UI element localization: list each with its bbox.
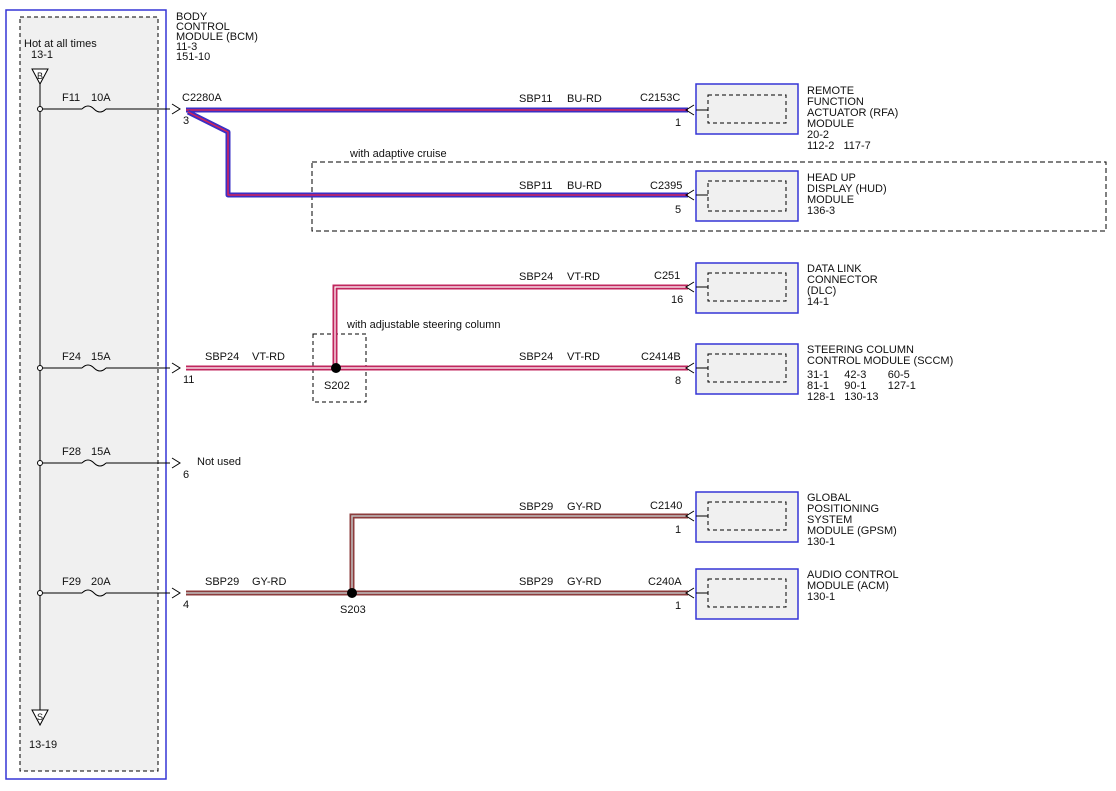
bcm-pin-label: 6 — [183, 469, 189, 481]
module-name: DATA LINK CONNECTOR (DLC) 14-1 — [807, 263, 881, 308]
bcm-pin-label: 4 — [183, 599, 189, 611]
wire-circuit-label: SBP11 — [519, 180, 552, 192]
module-sccm: C2414B 8 STEERING COLUMN CONTROL MODULE … — [641, 343, 956, 403]
wire-color-label: VT-RD — [252, 351, 285, 363]
module-connector-label: C2153C — [640, 92, 680, 104]
fuse-icon — [81, 105, 107, 113]
hot-at-all-times-label: Hot at all times — [24, 38, 97, 50]
connector-arrow-icon — [685, 104, 695, 116]
fuse-id: F11 — [62, 92, 80, 104]
fuse-icon — [81, 364, 107, 372]
wire-color-label: BU-RD — [567, 180, 602, 192]
connector-arrow-icon — [685, 362, 695, 374]
wire-vt-rd-dlc — [332, 284, 688, 368]
terminal-b-icon: B — [31, 68, 49, 86]
wire-color-label: GY-RD — [567, 576, 601, 588]
connector-arrow-icon — [685, 587, 695, 599]
fuse-row-f11: F11 10A — [37, 92, 181, 115]
module-name: GLOBAL POSITIONING SYSTEM MODULE (GPSM) … — [807, 492, 900, 548]
module-pin-label: 1 — [675, 117, 681, 129]
module-rfa: C2153C 1 REMOTE FUNCTION ACTUATOR (RFA) … — [640, 83, 901, 152]
fuse-row-f28: F28 15A — [37, 446, 181, 469]
wire-circuit-label: SBP24 — [519, 351, 553, 363]
wire-color-label: GY-RD — [567, 501, 601, 513]
splice-s202-label: S202 — [324, 380, 350, 392]
module-gpsm: C2140 1 GLOBAL POSITIONING SYSTEM MODULE… — [650, 491, 900, 548]
module-name: REMOTE FUNCTION ACTUATOR (RFA) MODULE 20… — [807, 85, 901, 152]
bcm-name-line: 151-10 — [176, 51, 210, 63]
hot-ref-label: 13-1 — [31, 49, 53, 61]
wire-circuit-label: SBP29 — [205, 576, 239, 588]
ground-ref-label: 13-19 — [29, 739, 57, 751]
splice-s203-dot — [347, 588, 357, 598]
splice-s202-dot — [331, 363, 341, 373]
module-pin-label: 8 — [675, 375, 681, 387]
adaptive-cruise-label: with adaptive cruise — [349, 148, 447, 160]
bcm-inner-box — [19, 16, 159, 772]
bcm-outer-box — [5, 9, 167, 780]
fuse-id: F29 — [62, 576, 81, 588]
connector-arrow-icon — [685, 510, 695, 522]
wire-color-label: VT-RD — [567, 271, 600, 283]
fuse-row-f24: F24 15A — [37, 351, 181, 374]
module-connector-label: C240A — [648, 576, 682, 588]
wire-circuit-label: SBP24 — [205, 351, 239, 363]
fuse-id: F24 — [62, 351, 81, 363]
bcm-name: BODY CONTROL MODULE (BCM) 11-3 151-10 — [176, 11, 261, 63]
module-name: HEAD UP DISPLAY (HUD) MODULE 136-3 — [807, 172, 890, 217]
fuse-row-f29: F29 20A — [37, 576, 181, 599]
bcm-name-line: CONTROL — [176, 21, 230, 33]
module-acm: C240A 1 AUDIO CONTROL MODULE (ACM) 130-1 — [648, 568, 901, 620]
wire-circuit-label: SBP29 — [519, 576, 553, 588]
wire-gy-rd-gpsm — [349, 513, 688, 593]
fuse-icon — [81, 459, 107, 467]
module-name: AUDIO CONTROL MODULE (ACM) 130-1 — [807, 569, 901, 603]
fuse-rating: 20A — [91, 576, 111, 588]
module-pin-label: 16 — [671, 294, 683, 306]
wire-color-label: VT-RD — [567, 351, 600, 363]
not-used-label: Not used — [197, 456, 241, 468]
module-name: STEERING COLUMN CONTROL MODULE (SCCM) 31… — [807, 344, 956, 403]
wire-bu-rd-hud — [186, 109, 688, 198]
svg-text:S: S — [37, 712, 43, 722]
bcm-pin-label: 11 — [183, 374, 194, 386]
fuse-id: F28 — [62, 446, 81, 458]
bcm-name-line: BODY — [176, 11, 208, 23]
module-pin-label: 1 — [675, 524, 681, 536]
fuse-rating: 15A — [91, 351, 111, 363]
fuse-rating: 15A — [91, 446, 111, 458]
terminal-s-icon: S — [31, 709, 49, 727]
wire-circuit-label: SBP29 — [519, 501, 553, 513]
wire-circuit-label: SBP24 — [519, 271, 553, 283]
bcm-pin-label: 3 — [183, 115, 189, 127]
wire-color-label: BU-RD — [567, 93, 602, 105]
module-hud: C2395 5 HEAD UP DISPLAY (HUD) MODULE 136… — [650, 170, 890, 222]
module-connector-label: C2395 — [650, 180, 682, 192]
bcm-name-line: MODULE (BCM) — [176, 31, 258, 43]
module-pin-label: 1 — [675, 600, 681, 612]
connector-arrow-icon — [685, 189, 695, 201]
svg-text:B: B — [37, 71, 43, 81]
module-connector-label: C2140 — [650, 500, 682, 512]
module-pin-label: 5 — [675, 204, 681, 216]
fuse-rating: 10A — [91, 92, 111, 104]
module-connector-label: C2414B — [641, 351, 681, 363]
connector-arrow-icon — [685, 281, 695, 293]
splice-s203-label: S203 — [340, 604, 366, 616]
bcm-name-line: 11-3 — [176, 41, 197, 53]
module-dlc: C251 16 DATA LINK CONNECTOR (DLC) 14-1 — [654, 262, 881, 314]
fuse-icon — [81, 589, 107, 597]
bcm-connector-label: C2280A — [182, 92, 222, 104]
wire-color-label: GY-RD — [252, 576, 286, 588]
module-connector-label: C251 — [654, 270, 680, 282]
adjustable-column-label: with adjustable steering column — [346, 319, 500, 331]
wire-circuit-label: SBP11 — [519, 93, 552, 105]
